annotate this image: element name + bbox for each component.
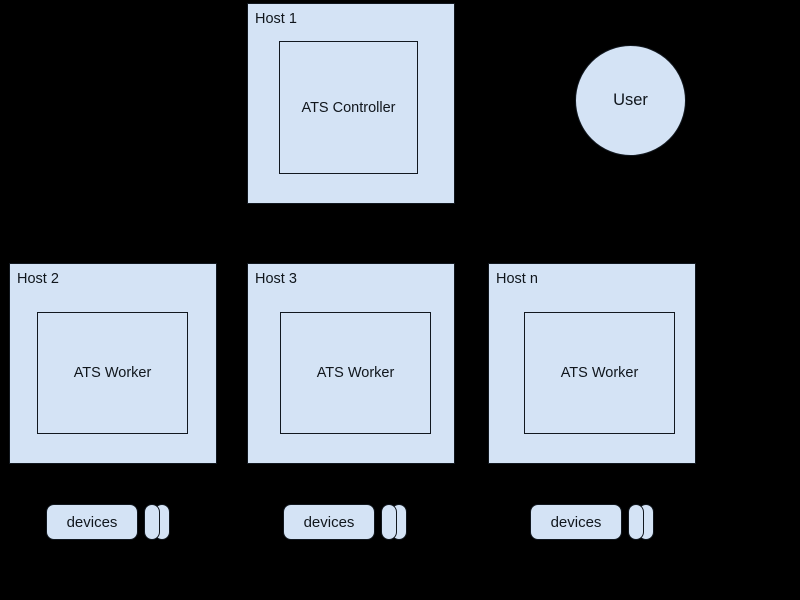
- ats-worker-label-host-3: ATS Worker: [316, 365, 395, 381]
- host-n-label: Host n: [496, 271, 538, 287]
- device-card-middle: [144, 504, 160, 540]
- ats-worker-box-host-3[interactable]: ATS Worker: [280, 312, 431, 434]
- device-card-front[interactable]: devices: [530, 504, 622, 540]
- ats-controller-box[interactable]: ATS Controller: [279, 41, 418, 174]
- device-card-middle: [381, 504, 397, 540]
- ats-worker-box-host-2[interactable]: ATS Worker: [37, 312, 188, 434]
- host-1-container[interactable]: Host 1 ATS Controller: [247, 3, 455, 204]
- device-card-middle: [628, 504, 644, 540]
- user-actor[interactable]: User: [575, 45, 686, 156]
- device-card-front[interactable]: devices: [46, 504, 138, 540]
- ats-worker-label-host-n: ATS Worker: [560, 365, 639, 381]
- device-stack-label-host-3: devices: [303, 513, 355, 531]
- device-stack-host-3[interactable]: devices: [283, 504, 407, 540]
- device-stack-host-2[interactable]: devices: [46, 504, 170, 540]
- device-stack-label-host-n: devices: [550, 513, 602, 531]
- ats-worker-label-host-2: ATS Worker: [73, 365, 152, 381]
- ats-worker-box-host-n[interactable]: ATS Worker: [524, 312, 675, 434]
- host-2-container[interactable]: Host 2 ATS Worker: [9, 263, 217, 464]
- host-3-label: Host 3: [255, 271, 297, 287]
- ats-controller-label: ATS Controller: [301, 99, 396, 116]
- host-3-container[interactable]: Host 3 ATS Worker: [247, 263, 455, 464]
- device-stack-host-n[interactable]: devices: [530, 504, 654, 540]
- user-label: User: [613, 91, 648, 109]
- device-stack-label-host-2: devices: [66, 513, 118, 531]
- host-2-label: Host 2: [17, 271, 59, 287]
- device-card-front[interactable]: devices: [283, 504, 375, 540]
- host-n-container[interactable]: Host n ATS Worker: [488, 263, 696, 464]
- host-1-label: Host 1: [255, 11, 297, 27]
